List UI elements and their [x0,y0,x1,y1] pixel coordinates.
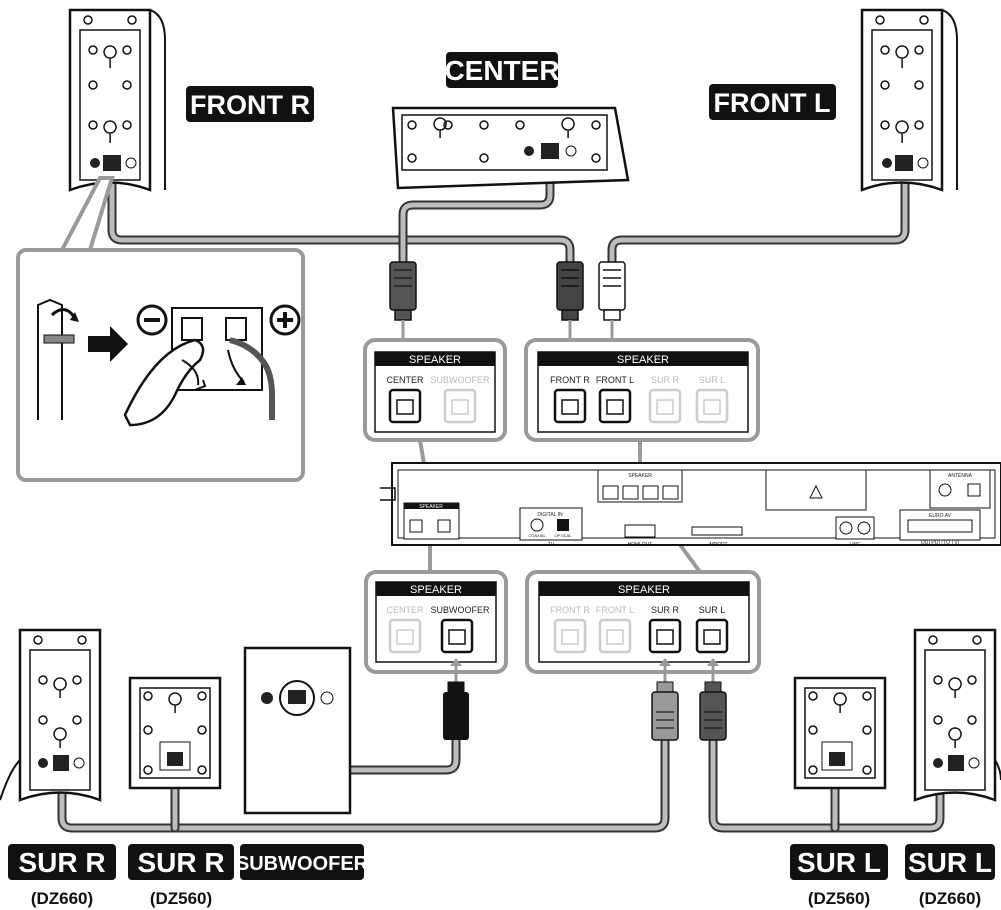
svg-text:LINE: LINE [849,542,861,548]
subwoofer-speaker [243,646,352,815]
label-sur-l-dz560: SUR L (DZ560) [790,844,888,908]
svg-text:SPEAKER: SPEAKER [410,584,462,596]
front-l-speaker [860,8,958,192]
label-front-l: FRONT L [709,84,836,120]
svg-text:HDMI OUT: HDMI OUT [628,542,653,548]
sur-l-dz560-speaker [793,676,887,790]
svg-text:SPEAKER: SPEAKER [617,354,669,366]
svg-text:SUR R: SUR R [18,847,105,878]
svg-text:CENTER: CENTER [444,55,559,86]
plug-sur-r [651,658,679,741]
svg-text:SPEAKER: SPEAKER [419,504,443,510]
svg-text:FRONT L: FRONT L [596,375,634,385]
svg-text:COAXIAL: COAXIAL [528,533,546,538]
speaker-panel-bottom-right: SPEAKER FRONT R FRONT L SUR R SUR L [525,570,761,674]
svg-text:SPEAKER: SPEAKER [628,473,652,479]
plug-front-l-top [598,261,626,348]
plug-front-r-top [556,261,584,348]
speaker-panel-top-left: SPEAKER CENTER SUBWOOFER [363,338,507,442]
svg-text:DIGITAL IN: DIGITAL IN [537,512,563,518]
svg-text:CENTER: CENTER [386,375,424,385]
svg-text:SUBWOOFER: SUBWOOFER [430,375,490,385]
svg-text:EURO AV: EURO AV [929,513,952,519]
plug-sur-l [699,658,727,741]
label-sur-r-dz660: SUR R (DZ660) [8,844,116,908]
svg-text:FRONT L: FRONT L [714,88,831,118]
svg-text:SPEAKER: SPEAKER [618,584,670,596]
svg-text:SUBWOOFER: SUBWOOFER [430,605,490,615]
svg-text:FRONT L: FRONT L [596,605,634,615]
svg-text:SPEAKER: SPEAKER [409,354,461,366]
svg-text:FRONT R: FRONT R [190,90,310,120]
svg-text:SUR R: SUR R [651,605,680,615]
terminal-detail-callout [16,176,305,482]
svg-text:(DZ660): (DZ660) [31,889,93,908]
plug-center-top [389,261,417,348]
svg-text:SUR R: SUR R [137,847,224,878]
svg-text:OUTPUT(TO TV): OUTPUT(TO TV) [921,540,960,546]
svg-text:SUR R: SUR R [651,375,680,385]
center-speaker [391,106,630,190]
plug-subwoofer [443,658,469,740]
main-unit-rear-panel: SPEAKER DIGITAL IN COAXIAL OPTICAL TV SP… [380,462,1001,548]
sur-l-dz660-speaker [913,628,1001,802]
svg-text:OPTICAL: OPTICAL [554,533,572,538]
svg-text:FRONT R: FRONT R [550,605,590,615]
svg-text:CENTER: CENTER [386,605,424,615]
speaker-panel-bottom-left: SPEAKER CENTER SUBWOOFER [364,570,508,674]
label-center: CENTER [444,52,560,88]
front-r-speaker [68,8,166,192]
speaker-panel-top-right: SPEAKER FRONT R FRONT L SUR R SUR L [524,338,760,442]
svg-text:(DZ560): (DZ560) [808,889,870,908]
svg-text:SUR L: SUR L [699,375,726,385]
label-subwoofer: SUBWOOFER [236,844,369,880]
svg-text:iMPORT: iMPORT [708,542,727,548]
svg-text:(DZ660): (DZ660) [919,889,981,908]
svg-text:SUR L: SUR L [908,847,992,878]
label-sur-r-dz560: SUR R (DZ560) [128,844,234,908]
label-front-r: FRONT R [186,86,314,122]
sur-r-dz560-speaker [128,676,222,790]
label-sur-l-dz660: SUR L (DZ660) [905,844,995,908]
svg-text:SUR L: SUR L [797,847,881,878]
svg-text:FRONT R: FRONT R [550,375,590,385]
svg-text:SUR L: SUR L [699,605,726,615]
svg-text:SUBWOOFER: SUBWOOFER [236,853,369,875]
svg-text:ANTENNA: ANTENNA [948,473,973,479]
svg-text:(DZ560): (DZ560) [150,889,212,908]
svg-text:TV: TV [548,542,555,548]
sur-r-dz660-speaker [0,628,102,802]
